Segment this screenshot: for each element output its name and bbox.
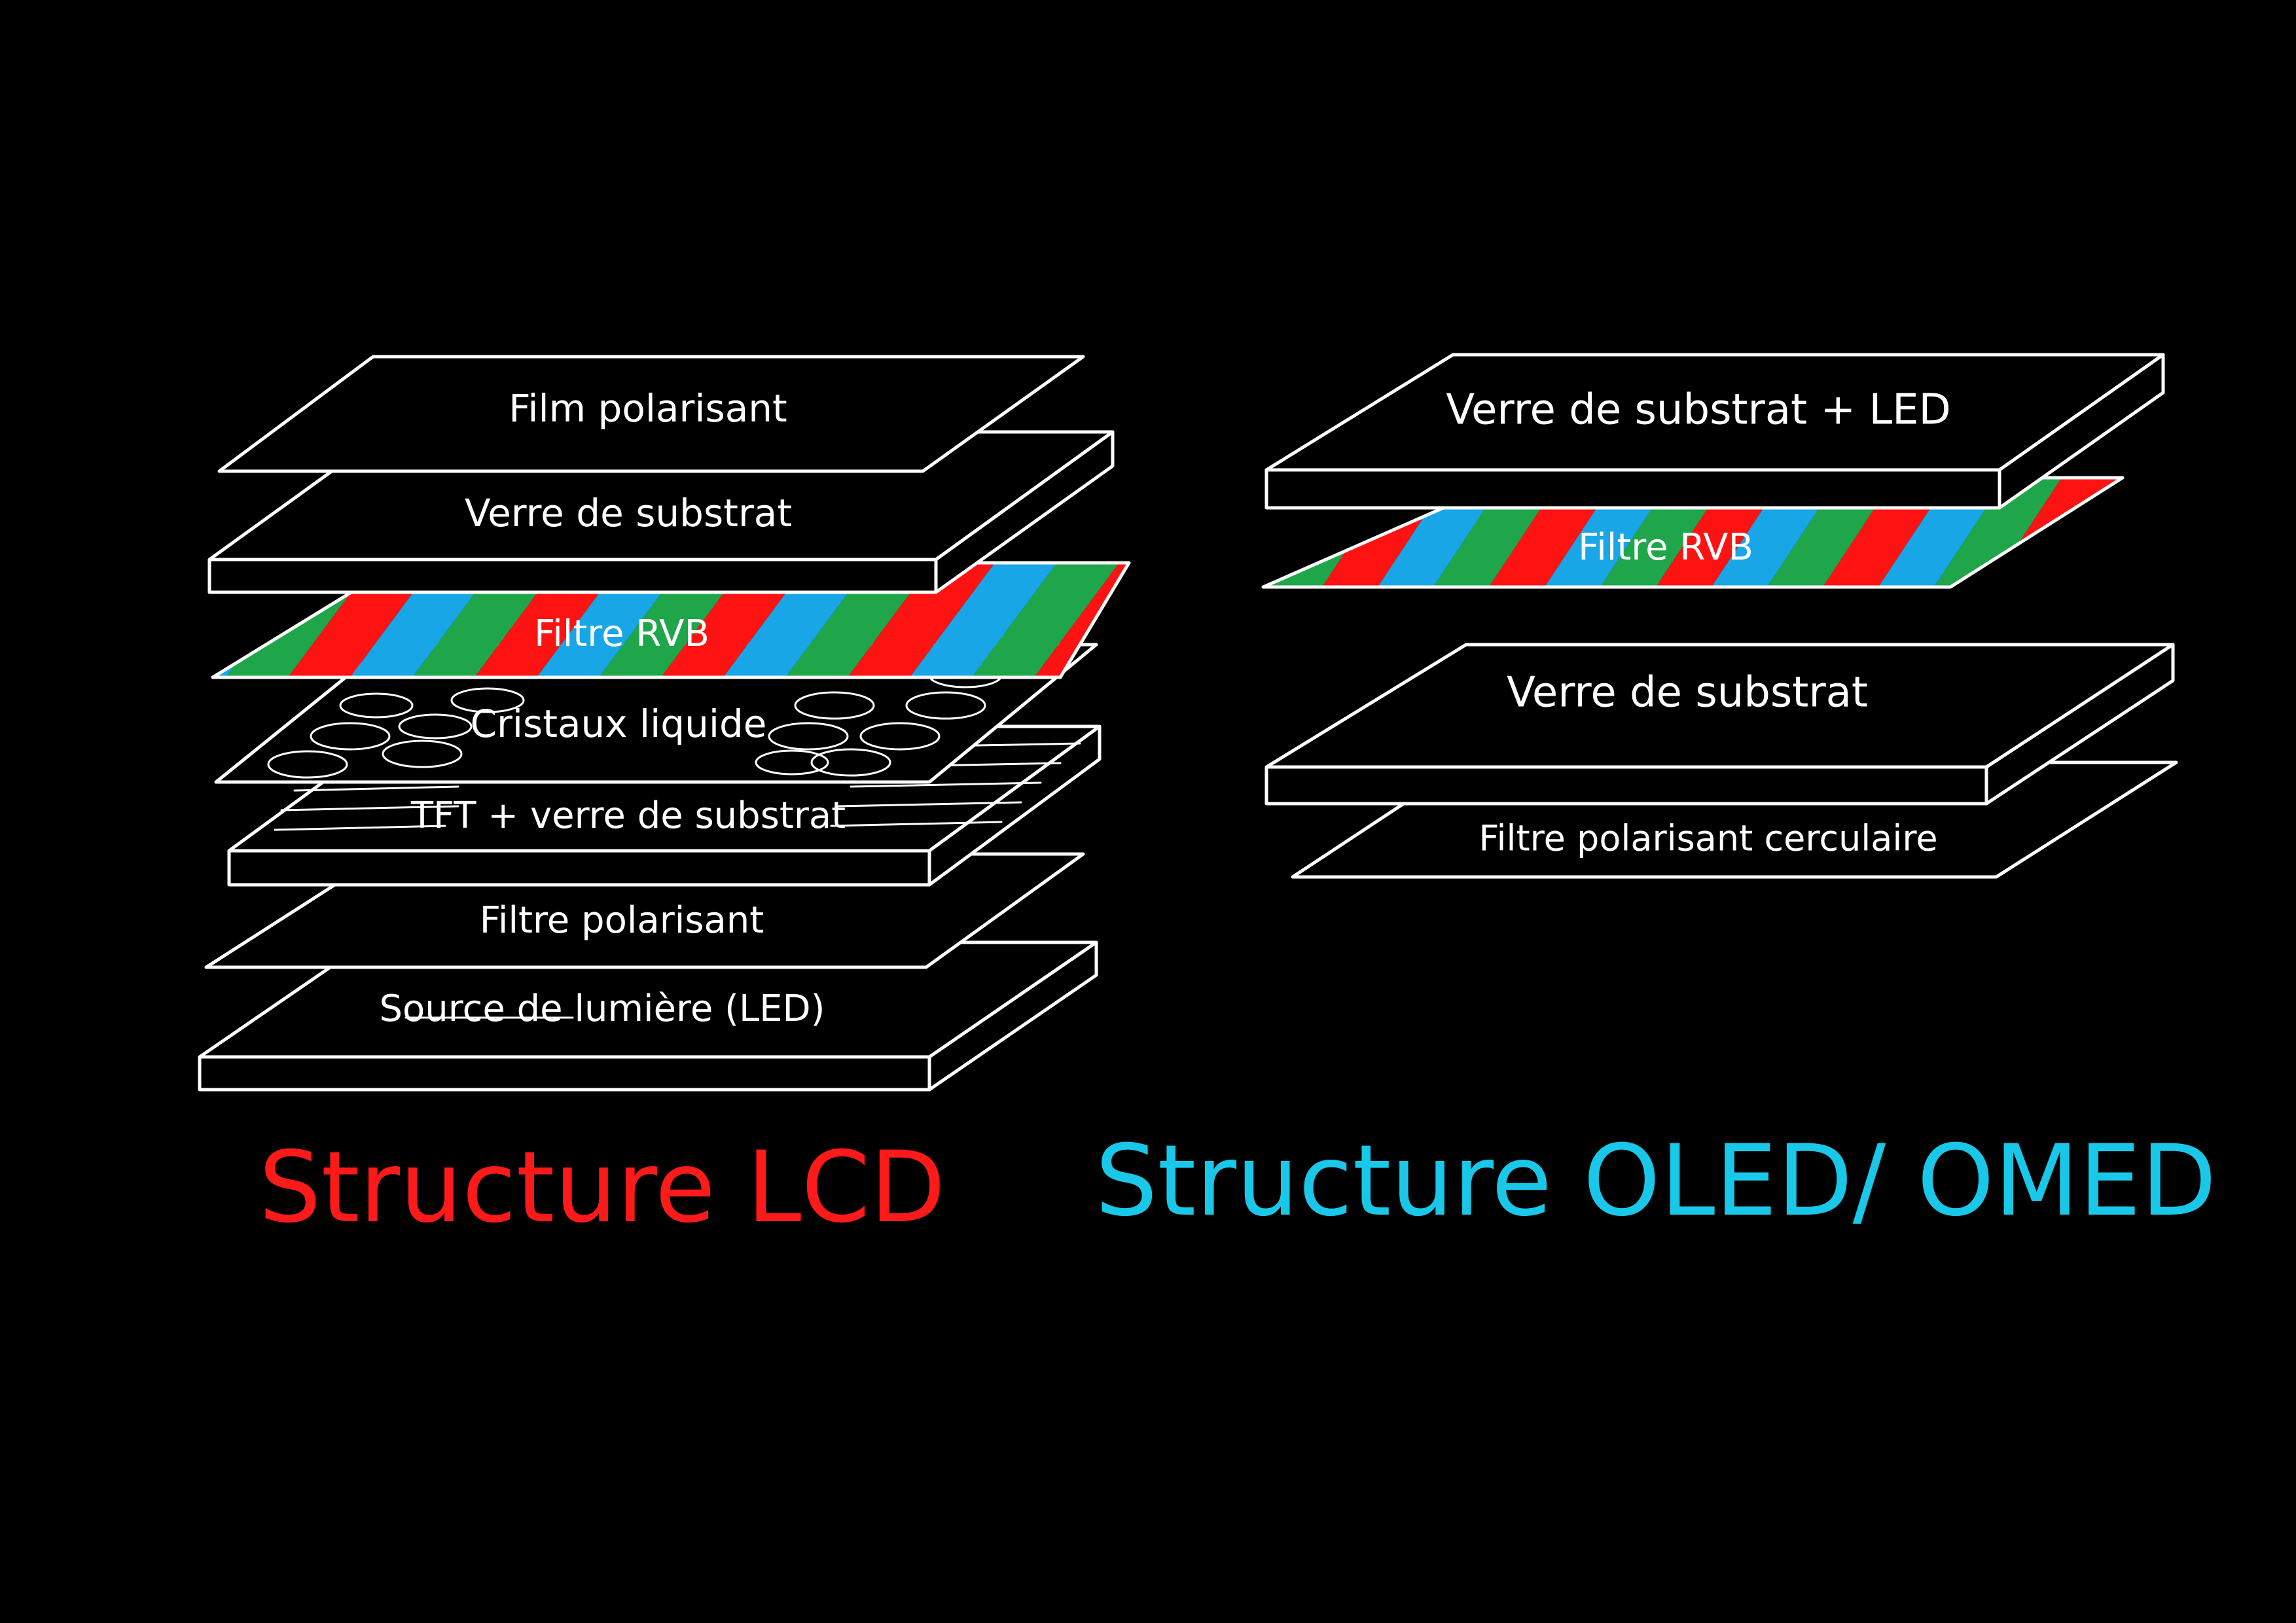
lcd-layer-polarising-film: Film polarisant: [217, 355, 1085, 473]
oled-substrate-led-label: Verre de substrat + LED: [1446, 386, 1951, 435]
oled-circular-polariser-label: Filtre polarisant cerculaire: [1479, 818, 1937, 859]
lcd-tft-label: TFT + verre de substrat: [410, 794, 846, 837]
lcd-rgb-filter-label: Filtre RVB: [534, 613, 709, 655]
rgb-stripe: [1934, 478, 2062, 587]
oled-substrate-glass-label: Verre de substrat: [1507, 669, 1868, 717]
lcd-substrate-glass-label: Verre de substrat: [465, 491, 792, 535]
oled-layer-substrate-led: Verre de substrat + LED: [1265, 353, 2165, 510]
rgb-stripe: [848, 563, 995, 677]
oled-layer-substrate-glass: Verre de substrat: [1265, 643, 2175, 806]
lcd-light-source-label: Source de lumière (LED): [380, 988, 825, 1030]
lcd-liquid-crystals-label: Cristaux liquide: [471, 702, 767, 746]
lcd-layer-light-source: Source de lumière (LED): [198, 940, 1098, 1092]
oled-rgb-filter-label: Filtre RVB: [1578, 526, 1753, 569]
oled-stack: Filtre polarisant cerculaire Verre de su…: [1261, 353, 2178, 879]
lcd-structure-title: Structure LCD: [259, 1131, 945, 1245]
lcd-polarising-filter-label: Filtre polarisant: [480, 899, 764, 942]
rgb-stripe: [972, 563, 1119, 677]
lcd-stack: Source de lumière (LED) Filtre polarisan…: [198, 355, 1131, 1092]
lcd-polarising-film-label: Film polarisant: [509, 386, 787, 431]
rgb-stripe: [910, 563, 1057, 677]
liquid-crystal-ellipses: [267, 635, 1045, 779]
oled-structure-title: Structure OLED/ OMED: [1095, 1124, 2216, 1238]
